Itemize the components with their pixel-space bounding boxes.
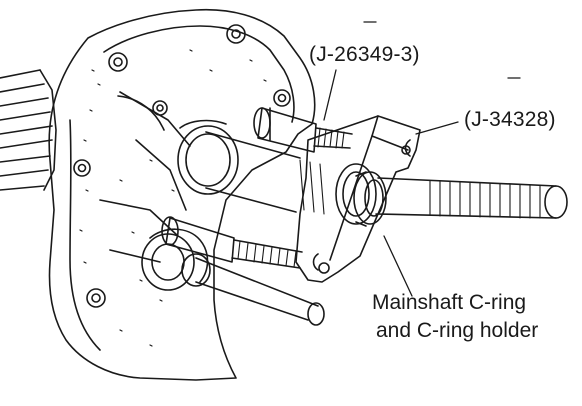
c-ring-holder — [353, 171, 387, 227]
tool-label-j34328: (J-34328) — [464, 108, 556, 131]
part-label-line2: and C-ring holder — [376, 319, 539, 342]
mainshaft — [205, 131, 568, 219]
transmission-case — [48, 8, 316, 381]
puller-leg-lower — [161, 216, 303, 269]
part-label-line1: Mainshaft C-ring — [372, 291, 527, 314]
tool-label-j26349-3: (J-26349-3) — [309, 43, 420, 66]
puller-leg-upper — [253, 107, 353, 153]
countershaft — [141, 228, 325, 326]
gear-teeth — [0, 69, 57, 191]
leader-lines — [323, 21, 521, 297]
bearing-seat — [177, 119, 239, 195]
